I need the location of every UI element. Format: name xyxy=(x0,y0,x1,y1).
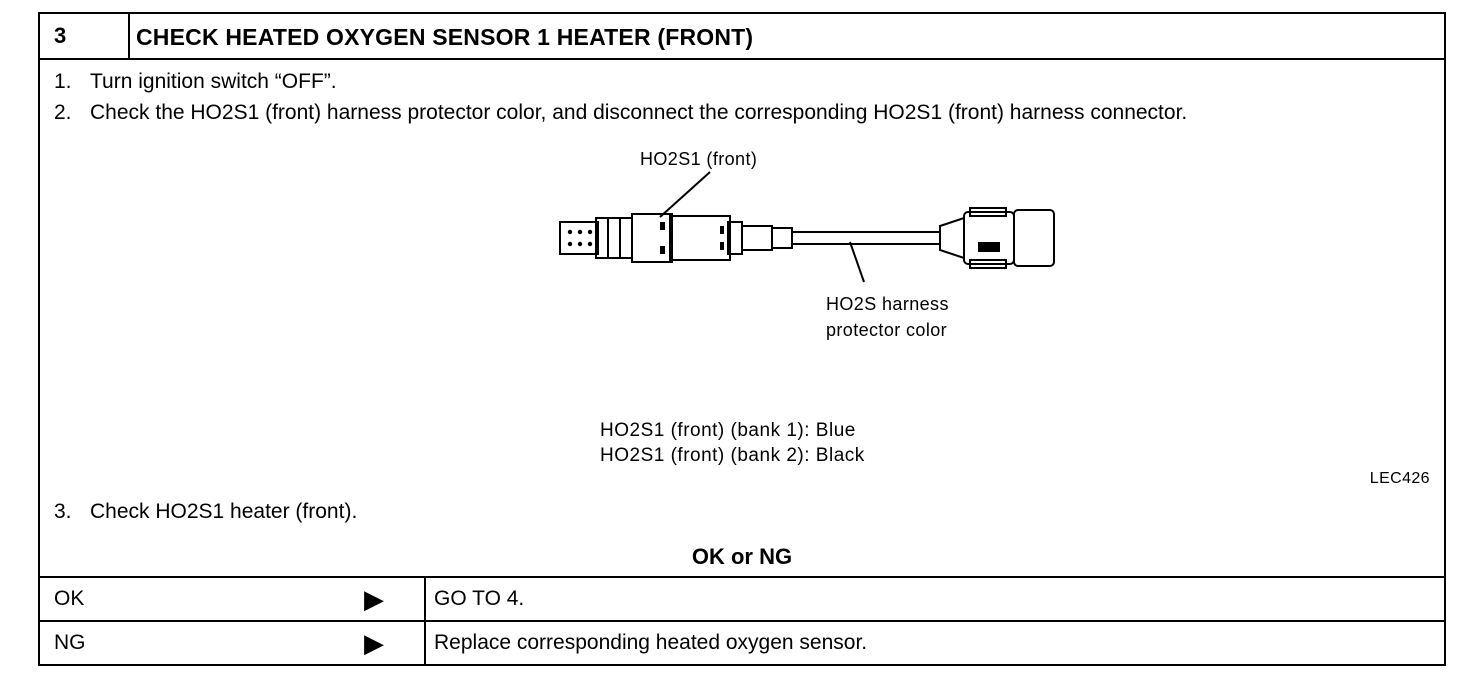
instruction-2: 2. Check the HO2S1 (front) harness protec… xyxy=(54,101,1187,125)
instruction-1: 1. Turn ignition switch “OFF”. xyxy=(54,70,337,94)
result-condition: OK xyxy=(54,587,85,610)
harness-label-line2: protector color xyxy=(826,320,948,340)
result-condition: NG xyxy=(54,631,86,654)
result-heading: OK or NG xyxy=(691,544,793,569)
bank-2-color: HO2S1 (front) (bank 2): Black xyxy=(600,445,865,466)
connector-body xyxy=(963,211,1015,265)
procedure-table: 3 CHECK HEATED OXYGEN SENSOR 1 HEATER (F… xyxy=(38,12,1446,666)
step-header: 3 CHECK HEATED OXYGEN SENSOR 1 HEATER (F… xyxy=(40,14,1444,60)
arrow-right-icon: ▶ xyxy=(364,628,384,658)
result-action: GO TO 4. xyxy=(424,578,524,620)
result-action: Replace corresponding heated oxygen sens… xyxy=(424,622,867,664)
result-row-ng: NG ▶ Replace corresponding heated oxygen… xyxy=(40,620,1444,664)
sensor-body xyxy=(631,213,673,263)
instruction-text: Check HO2S1 heater (front). xyxy=(90,500,358,523)
sensor-housing xyxy=(669,215,731,261)
bank-color-list: HO2S1 (front) (bank 1): Blue HO2S1 (fron… xyxy=(600,418,865,468)
instruction-3: 3. Check HO2S1 heater (front). xyxy=(54,500,357,524)
arrow-right-icon: ▶ xyxy=(364,584,384,614)
sensor-nut xyxy=(595,217,633,259)
bank-1-color: HO2S1 (front) (bank 1): Blue xyxy=(600,420,856,441)
sensor-leader-line xyxy=(659,171,711,218)
instruction-number: 2. xyxy=(54,101,72,124)
connector-mate xyxy=(1013,209,1055,267)
instruction-text: Check the HO2S1 (front) harness protecto… xyxy=(90,101,1188,124)
step-title: CHECK HEATED OXYGEN SENSOR 1 HEATER (FRO… xyxy=(136,24,754,50)
harness-leader-line xyxy=(849,241,865,283)
connector-boot xyxy=(939,216,965,260)
instruction-text: Turn ignition switch “OFF”. xyxy=(90,70,337,93)
instruction-number: 1. xyxy=(54,70,72,93)
step-number: 3 xyxy=(40,14,130,58)
sensor-label: HO2S1 (front) xyxy=(640,149,758,169)
sensor-diagram: HO2S1 (front) xyxy=(550,142,1090,340)
sensor-illustration xyxy=(559,171,1055,283)
figure-id: LEC426 xyxy=(1369,470,1430,487)
sensor-tip xyxy=(559,221,599,255)
result-row-ok: OK ▶ GO TO 4. xyxy=(40,576,1444,620)
instruction-number: 3. xyxy=(54,500,72,523)
harness-label-line1: HO2S harness xyxy=(826,294,949,314)
